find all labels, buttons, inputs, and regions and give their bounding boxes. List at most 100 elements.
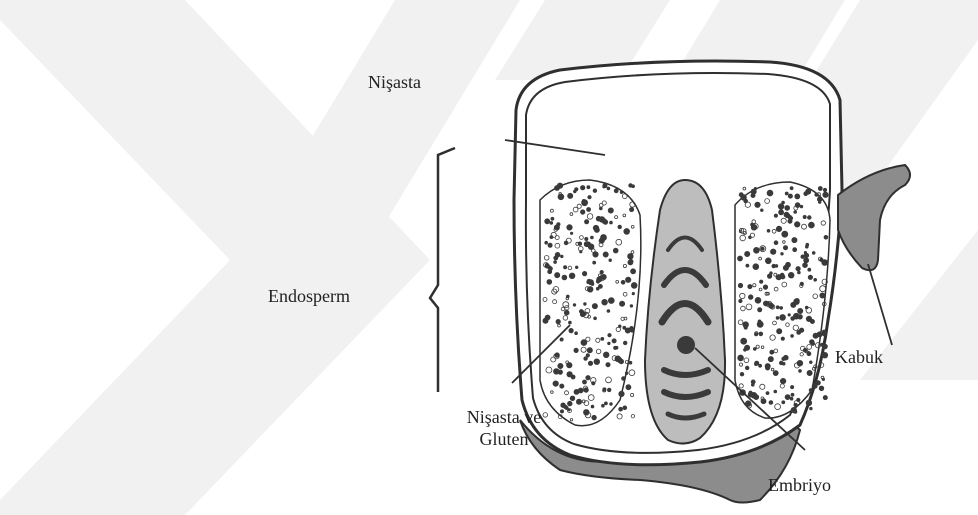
endosperm-dot [755,333,758,336]
endosperm-dot [795,194,800,199]
endosperm-dot [746,264,749,267]
endosperm-dot [768,357,773,362]
endosperm-dot [793,248,797,252]
endosperm-dot [738,256,743,261]
endosperm-dot [564,266,567,269]
endosperm-dot [582,199,585,202]
endosperm-dot [587,348,592,353]
endosperm-dot [783,265,788,270]
endosperm-dot [620,301,625,306]
endosperm-dot [824,235,828,239]
endosperm-dot [574,348,578,352]
endosperm-dot [785,206,790,211]
endosperm-dot [569,321,572,324]
endosperm-dot [609,259,612,262]
endosperm-dot [800,205,803,208]
endosperm-dot [748,295,753,300]
label-endosperm: Endosperm [268,285,350,307]
endosperm-dot [567,225,572,230]
endosperm-dot [602,299,608,305]
endosperm-dot [785,192,788,195]
endosperm-dot [823,192,828,197]
label-nisasta-ve-gluten: Nişasta ve Gluten [444,406,564,450]
endosperm-dot [575,266,578,269]
endosperm-dot [803,215,806,218]
endosperm-dot [632,292,634,294]
endosperm-dot [791,393,794,396]
endosperm-dot [618,225,622,229]
endosperm-dot [776,317,779,320]
endosperm-dot [628,260,633,265]
endosperm-dot [823,188,826,191]
endosperm-dot [612,339,616,343]
endosperm-dot [782,362,785,365]
endosperm-dot [555,273,560,278]
endosperm-dot [561,255,564,258]
endosperm-dot [615,356,621,362]
endosperm-dot [791,317,795,321]
endosperm-dot [631,283,637,289]
endosperm-dot [586,376,590,380]
endosperm-dot [771,249,776,254]
endosperm-dot [820,293,825,298]
endosperm-dot [761,209,764,212]
endosperm-dot [568,193,573,198]
endosperm-dot [585,237,588,240]
endosperm-dot [600,270,603,273]
endosperm-dot [599,207,602,210]
endosperm-dot [755,297,761,303]
endosperm-dot [767,229,770,232]
endosperm-dot [603,184,607,188]
endosperm-dot [581,210,585,214]
endosperm-dot [774,241,778,245]
endosperm-dot [751,225,757,231]
endosperm-dot [744,326,747,329]
endosperm-dot [778,204,784,210]
endosperm-dot [592,415,597,420]
endosperm-dot [749,391,752,394]
endosperm-dot [630,208,634,212]
endosperm-dot [765,364,770,369]
endosperm-dot [804,251,806,253]
endosperm-dot [804,258,809,263]
endosperm-dot [794,410,797,413]
endosperm-dot [754,187,756,189]
endosperm-dot [607,388,611,392]
endosperm-dot [594,317,597,320]
endosperm-dot [783,246,787,250]
endosperm-dot [550,222,553,225]
label-embriyo: Embriyo [768,474,831,496]
endosperm-dot [575,332,578,335]
endosperm-dot [769,401,773,405]
endosperm-dot [776,306,779,309]
endosperm-dot [587,208,591,212]
endosperm-dot [551,217,554,220]
endosperm-dot [554,225,559,230]
endosperm-dot [765,258,771,264]
endosperm-dot [624,229,630,235]
endosperm-dot [782,201,785,204]
endosperm-dot [772,264,776,268]
endosperm-dot [547,280,552,285]
endosperm-dot [759,332,763,336]
endosperm-dot [610,403,613,406]
label-kabuk: Kabuk [835,346,883,368]
endosperm-dot [788,272,794,278]
endosperm-dot [629,361,632,364]
endosperm-dot [608,342,611,345]
endosperm-dot [807,370,812,375]
endosperm-dot [781,337,784,340]
endosperm-dot [558,363,563,368]
endosperm-dot [800,282,803,285]
endosperm-dot [607,187,610,190]
endosperm-dot [755,361,759,365]
endosperm-dot [584,357,588,361]
endosperm-dot [603,352,609,358]
endosperm-dot [586,354,589,357]
endosperm-dot [608,208,613,213]
endosperm-dot [582,271,586,275]
endosperm-dot [780,378,785,383]
endosperm-dot [770,272,773,275]
endosperm-dot [745,251,750,256]
endosperm-dot [588,196,591,199]
